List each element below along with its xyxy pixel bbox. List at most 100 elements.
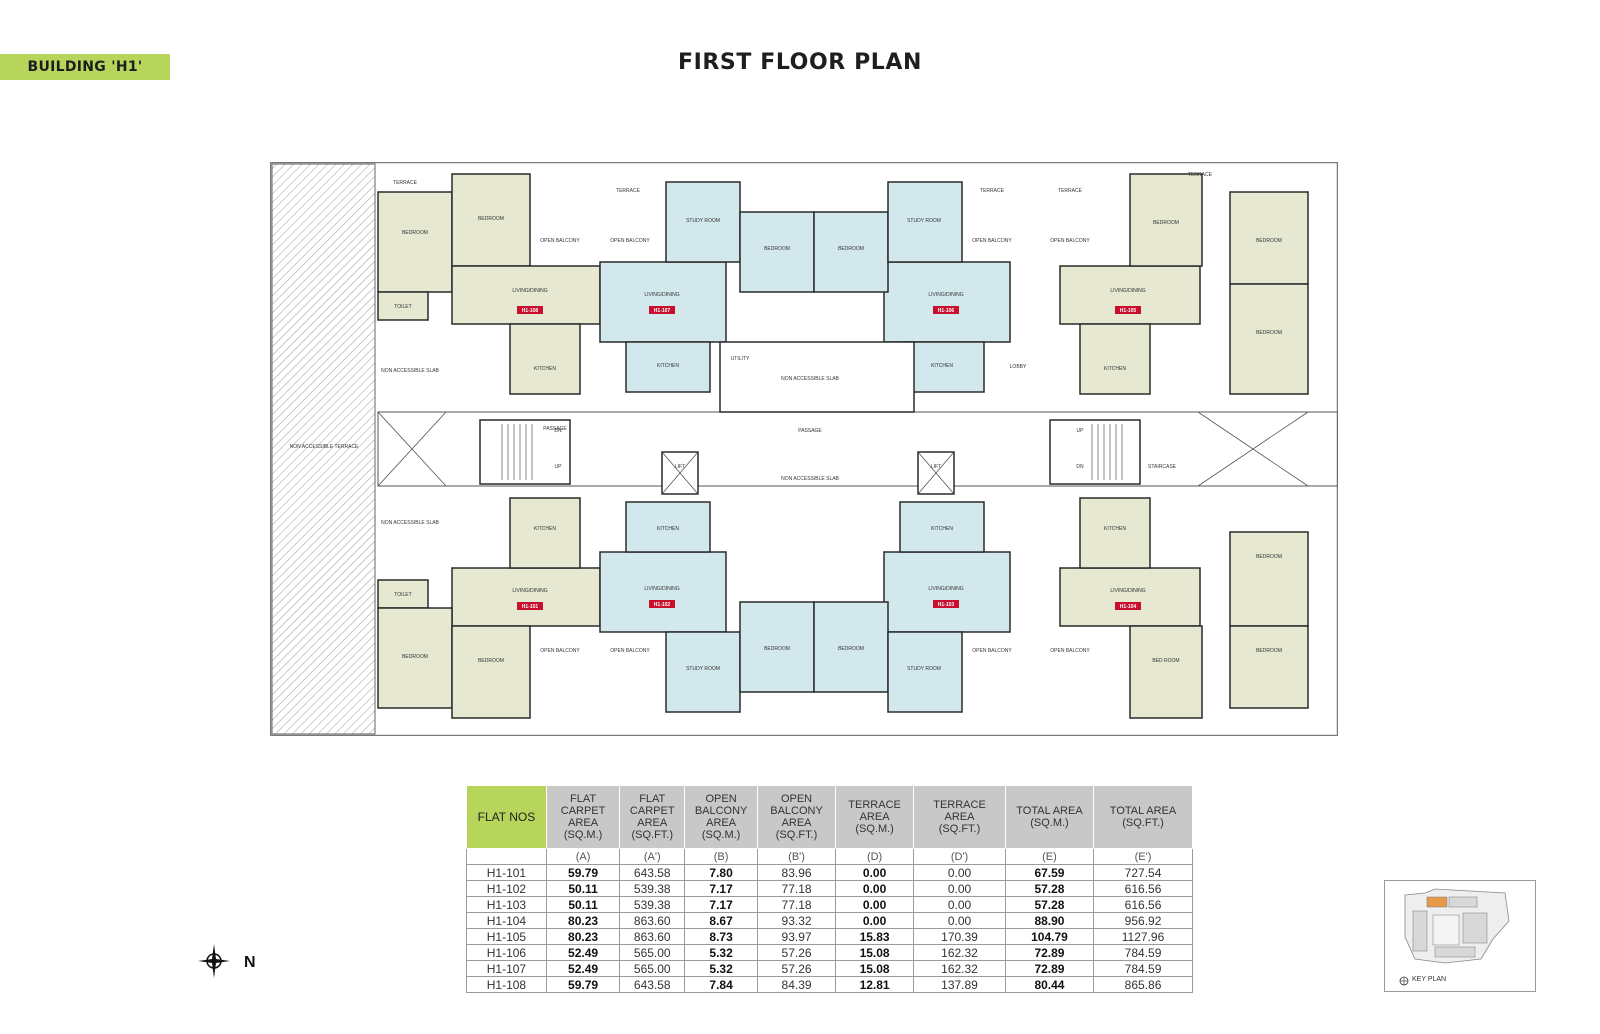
svg-text:H1-105: H1-105: [1120, 308, 1137, 314]
area-cell: 83.96: [757, 864, 837, 881]
area-cell: 59.79: [545, 864, 621, 881]
area-cell: 80.23: [545, 912, 621, 929]
svg-text:TERRACE: TERRACE: [1058, 188, 1083, 194]
lift-label-right: LIFT: [931, 464, 941, 470]
area-cell: 8.67: [684, 912, 759, 929]
area-cell: 863.60: [619, 912, 686, 929]
svg-text:LOBBY: LOBBY: [1010, 364, 1027, 370]
central-slab: [719, 341, 915, 413]
flat-103-bedroom: [813, 601, 889, 693]
svg-text:TERRACE: TERRACE: [1188, 172, 1213, 178]
stair-dn-right: DN: [1076, 464, 1084, 470]
area-table-body: (A) (A') (B) (B') (D) (D') (E) (E') H1-1…: [466, 848, 1193, 993]
svg-text:OPEN BALCONY: OPEN BALCONY: [540, 648, 580, 654]
col-total-sqm: TOTAL AREA(SQ.M.): [1004, 785, 1095, 849]
flat-106-bedroom: [813, 211, 889, 293]
area-cell: 88.90: [1004, 912, 1095, 929]
svg-text:BEDROOM: BEDROOM: [1256, 554, 1282, 560]
svg-text:UTILITY: UTILITY: [731, 356, 750, 362]
svg-text:KITCHEN: KITCHEN: [1104, 526, 1126, 532]
flat-104-kitchen: [1079, 497, 1151, 569]
flat-107-bedroom: [739, 211, 815, 293]
area-cell: 52.49: [545, 944, 621, 961]
area-cell: 0.00: [913, 880, 1006, 897]
building-tag: BUILDING 'H1': [0, 54, 170, 80]
svg-text:STUDY ROOM: STUDY ROOM: [907, 218, 941, 224]
area-cell: 0.00: [835, 912, 915, 929]
area-cell: 565.00: [619, 960, 686, 977]
flat-103-kitchen: [899, 501, 985, 553]
area-cell: 565.00: [619, 944, 686, 961]
flat-108-living: [451, 265, 601, 325]
flat-103-living: [883, 551, 1011, 633]
svg-text:H1-106: H1-106: [938, 308, 955, 314]
svg-text:H1-104: H1-104: [1120, 604, 1137, 610]
area-cell: 5.32: [684, 960, 759, 977]
svg-text:LIVING/DINING: LIVING/DINING: [1110, 288, 1145, 294]
flat-106-living: [883, 261, 1011, 343]
staircase-left: [479, 419, 571, 485]
svg-text:BEDROOM: BEDROOM: [402, 230, 428, 236]
slab-label-top: NON ACCESSIBLE SLAB: [781, 376, 839, 382]
compass-icon: [198, 944, 230, 978]
area-cell: 0.00: [913, 864, 1006, 881]
area-cell: 539.38: [619, 896, 686, 913]
svg-text:OPEN BALCONY: OPEN BALCONY: [972, 648, 1012, 654]
flat-105-bedroom-2: [1229, 191, 1309, 285]
area-cell: 170.39: [913, 928, 1006, 945]
area-cell: 784.59: [1093, 960, 1193, 977]
flat-107-study: [665, 181, 741, 263]
flat-101-living: [451, 567, 601, 627]
floor-plan: NON ACCESSIBLE TERRACE: [270, 162, 1338, 736]
svg-text:KITCHEN: KITCHEN: [1104, 366, 1126, 372]
stair-up-left: UP: [555, 464, 563, 470]
flat-102-kitchen: [625, 501, 711, 553]
area-cell: 12.81: [835, 976, 915, 993]
area-cell: 67.59: [1004, 864, 1095, 881]
flat-107-living: [599, 261, 727, 343]
area-cell: 84.39: [757, 976, 837, 993]
key-plan-map: [1399, 888, 1510, 986]
svg-text:OPEN BALCONY: OPEN BALCONY: [1050, 238, 1090, 244]
key-plan: [1384, 880, 1536, 992]
flat-104-bedroom-2: [1229, 625, 1309, 709]
svg-text:LIVING/DINING: LIVING/DINING: [644, 292, 679, 298]
svg-text:LIVING/DINING: LIVING/DINING: [928, 586, 963, 592]
svg-text:BEDROOM: BEDROOM: [478, 216, 504, 222]
area-cell: 50.11: [545, 880, 621, 897]
svg-text:BEDROOM: BEDROOM: [838, 646, 864, 652]
svg-text:KITCHEN: KITCHEN: [931, 363, 953, 369]
svg-text:BEDROOM: BEDROOM: [478, 658, 504, 664]
area-cell: 80.44: [1004, 976, 1095, 993]
area-cell: 7.17: [684, 880, 759, 897]
svg-text:BEDROOM: BEDROOM: [402, 654, 428, 660]
area-cell: 0.00: [835, 896, 915, 913]
svg-text:OPEN BALCONY: OPEN BALCONY: [1050, 648, 1090, 654]
svg-text:OPEN BALCONY: OPEN BALCONY: [972, 238, 1012, 244]
area-cell: 162.32: [913, 960, 1006, 977]
flat-number-cell: H1-108: [466, 976, 547, 993]
area-cell: 7.84: [684, 976, 759, 993]
table-letter-row: (A) (A') (B) (B') (D) (D') (E) (E'): [466, 848, 1193, 865]
svg-text:KITCHEN: KITCHEN: [657, 526, 679, 532]
slab-label-left-top: NON ACCESSIBLE SLAB: [381, 368, 439, 374]
staircase-label: STAIRCASE: [1148, 464, 1177, 470]
svg-text:H1-107: H1-107: [654, 308, 671, 314]
flat-105-bedroom: [1129, 173, 1203, 267]
area-cell: 0.00: [835, 880, 915, 897]
svg-text:H1-101: H1-101: [522, 604, 539, 610]
svg-text:TERRACE: TERRACE: [980, 188, 1005, 194]
area-cell: 784.59: [1093, 944, 1193, 961]
svg-text:BEDROOM: BEDROOM: [764, 646, 790, 652]
area-cell: 643.58: [619, 976, 686, 993]
area-cell: 0.00: [913, 912, 1006, 929]
